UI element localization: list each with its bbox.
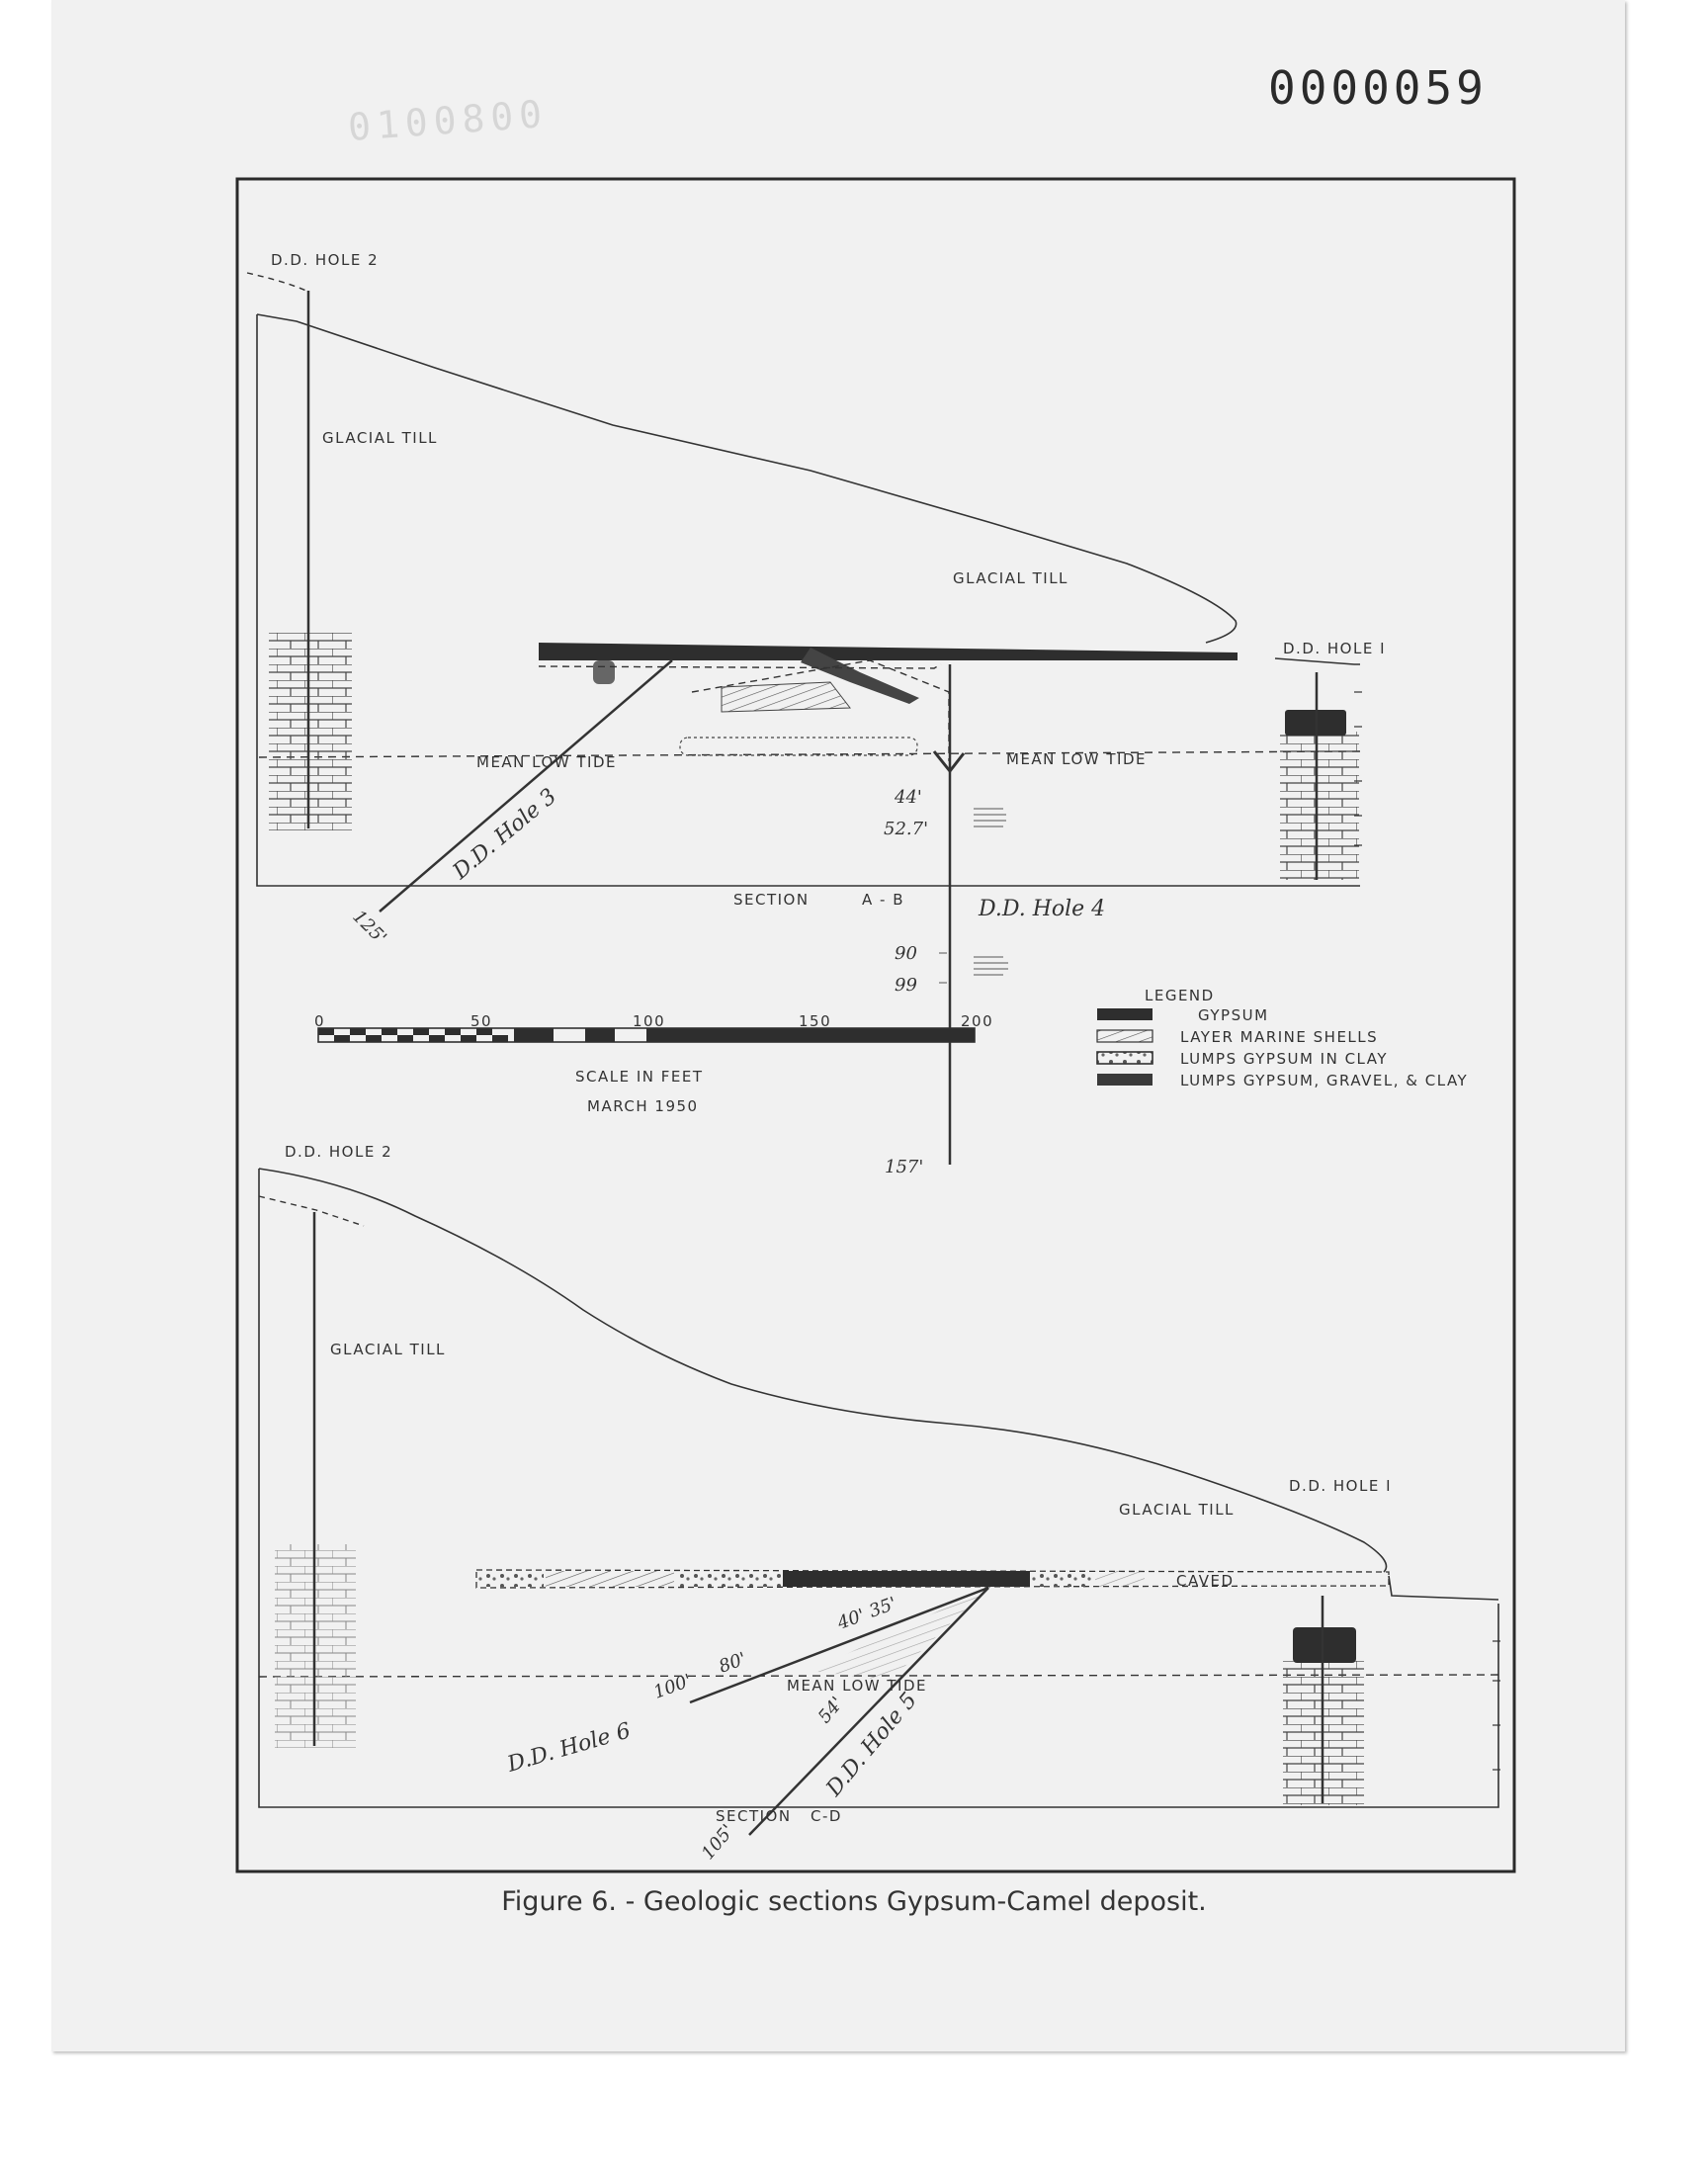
hole2-label-ab: D.D. HOLE 2 [271,251,379,269]
section-ab-label: SECTION [733,891,810,909]
hole6-depth-80: 80' [717,1648,749,1677]
legend: LEGEND GYPSUM LAYER MARINE SHELLS LUMPS … [1096,987,1468,1089]
hole1-label-ab: D.D. HOLE I [1283,640,1386,657]
depth-ticks-ab [1354,691,1362,846]
scale-date: MARCH 1950 [587,1097,699,1115]
section-cd-ground-surface [258,1168,1388,1573]
scale-tick-0: 0 [314,1012,325,1030]
scale-bar-checks [318,1028,975,1042]
band-shells [1095,1571,1145,1587]
section-cd-bench-line [1388,1575,1499,1601]
hole5-drill-line [748,1587,989,1836]
scale-tick-100: 100 [633,1012,665,1030]
section-cd: D.D. HOLE 2 D.D. HOLE I GLACIAL TILL GLA… [258,1143,1500,1865]
hole6-depth-100: 100' [651,1671,695,1703]
band-lumps-clay-2 [676,1571,781,1587]
legend-swatch-gypsum [1097,1008,1153,1020]
hole5-depth-54: 54' [814,1693,848,1727]
hole3-label: D.D. Hole 3 [448,784,561,885]
gypsum-cap-hole1-cd [1293,1627,1356,1663]
limestone-block-right-ab [1280,732,1359,880]
hole4-depth-1: 44' [894,787,922,808]
gypsum-layer-ab [539,643,1238,660]
legend-swatch-lumps-gravel [1097,1074,1153,1086]
legend-swatch-lumps-clay [1096,1051,1153,1065]
gypsum-wedge-ab [801,648,919,704]
till-label-left-cd: GLACIAL TILL [330,1341,446,1358]
hole6-drill-line [689,1586,989,1704]
legend-item-lumps-gravel: LUMPS GYPSUM, GRAVEL, & CLAY [1180,1072,1468,1089]
legend-item-shells: LAYER MARINE SHELLS [1180,1028,1378,1046]
scale-tick-200: 200 [961,1012,993,1030]
hole-fan-hatch [811,1588,988,1681]
section-ab-hole2-surface-dashed [246,272,309,293]
hole4-junction [932,750,966,774]
hole6-label: D.D. Hole 6 [504,1718,634,1778]
hole3-drill-line [379,659,673,913]
shell-layer-outline-ab [679,737,918,756]
gypsum-lump-ab [593,660,615,684]
legend-swatch-shells [1096,1029,1153,1043]
hole4-depth-4: 99 [895,975,917,996]
scale-tick-50: 50 [470,1012,492,1030]
till-label-right-cd: GLACIAL TILL [1119,1501,1235,1519]
hole4-core-marks [939,808,1008,984]
legend-item-gypsum: GYPSUM [1198,1006,1269,1024]
hole2-label-cd: D.D. HOLE 2 [285,1143,392,1161]
till-label-left-ab: GLACIAL TILL [322,429,438,447]
hole4-label: D.D. Hole 4 [978,897,1105,921]
section-ab-id: A - B [862,891,904,909]
scale-tick-150: 150 [799,1012,831,1030]
mean-low-tide-label-left-ab: MEAN LOW TIDE [476,753,617,771]
hole4-depth-5: 157' [885,1157,923,1177]
band-lumps-clay-3 [1032,1571,1093,1587]
hole3-depth: 125' [348,907,390,949]
section-ab-frame [256,314,1360,887]
hole5-depth-105: 105' [698,1821,738,1865]
hole6-depth-35: 35' [867,1593,899,1621]
hole4-depth-3: 90 [895,943,917,964]
depth-ticks-cd [1493,1640,1500,1771]
section-cd-label: SECTION [716,1807,792,1825]
band-lumps-clay-1 [478,1571,544,1587]
marine-shell-lens-ab [721,681,851,713]
limestone-block-left-ab [269,633,352,830]
figure-border [235,177,1516,1873]
caved-label: CAVED [1176,1572,1235,1590]
section-ab-bench-line [1274,657,1360,665]
scale-title: SCALE IN FEET [575,1068,704,1086]
dashed-contact-ab [538,663,942,669]
hole6-depth-40: 40' [834,1605,868,1634]
till-label-right-ab: GLACIAL TILL [953,569,1068,587]
section-cd-hole2-surface-dashed [258,1195,365,1227]
figure-caption: Figure 6. - Geologic sections Gypsum-Cam… [501,1886,1207,1917]
hole1-label-cd: D.D. HOLE I [1289,1477,1392,1495]
section-ab-ground-surface [256,313,1238,644]
scale-bar: 0 50 100 150 200 SCALE IN FEET MARCH 195… [314,1012,993,1115]
mean-low-tide-label-right-ab: MEAN LOW TIDE [1006,750,1147,768]
mean-low-tide-line-ab [258,750,1361,758]
legend-title: LEGEND [1145,987,1215,1004]
band-gypsum-dark [783,1571,1030,1587]
mean-low-tide-label-cd: MEAN LOW TIDE [787,1677,927,1695]
band-gypsum-hatch [546,1571,674,1587]
document-number: 0000059 [1268,61,1488,115]
legend-item-lumps-clay: LUMPS GYPSUM IN CLAY [1180,1050,1388,1068]
section-cd-id: C-D [811,1807,842,1825]
section-cd-frame [258,1169,1499,1808]
hole4-depth-2: 52.7' [884,819,928,839]
